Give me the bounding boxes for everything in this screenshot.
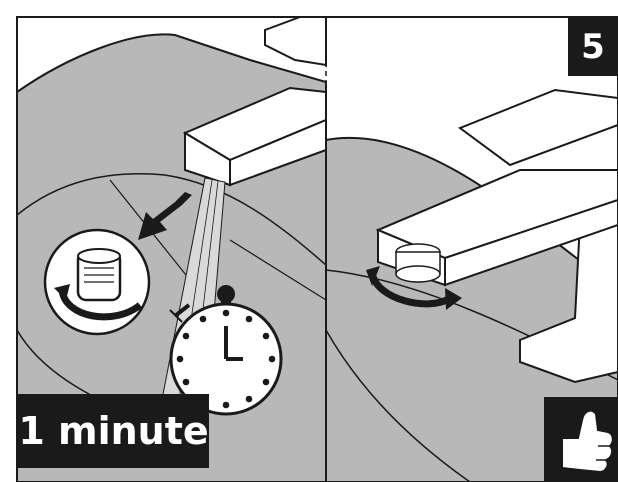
faucet-right	[375, 88, 618, 384]
right-panel	[325, 88, 618, 482]
faucet-left	[182, 16, 327, 187]
rotate-arrow-icon	[43, 228, 151, 336]
step-number-badge: 5	[568, 18, 618, 76]
arrow-icon	[138, 192, 192, 240]
duration-label: 1 minute	[18, 394, 209, 468]
basin-curve	[229, 239, 327, 301]
left-panel	[16, 16, 327, 482]
faucet-body	[519, 198, 618, 384]
rotate-arrow-icon	[366, 266, 462, 310]
basin-curve	[325, 329, 471, 482]
faucet-spout-side	[444, 198, 618, 287]
thumbs-up-icon	[544, 397, 618, 482]
basin-curve	[16, 173, 327, 266]
faucet-handle	[457, 88, 618, 167]
stopwatch-icon	[169, 285, 283, 416]
